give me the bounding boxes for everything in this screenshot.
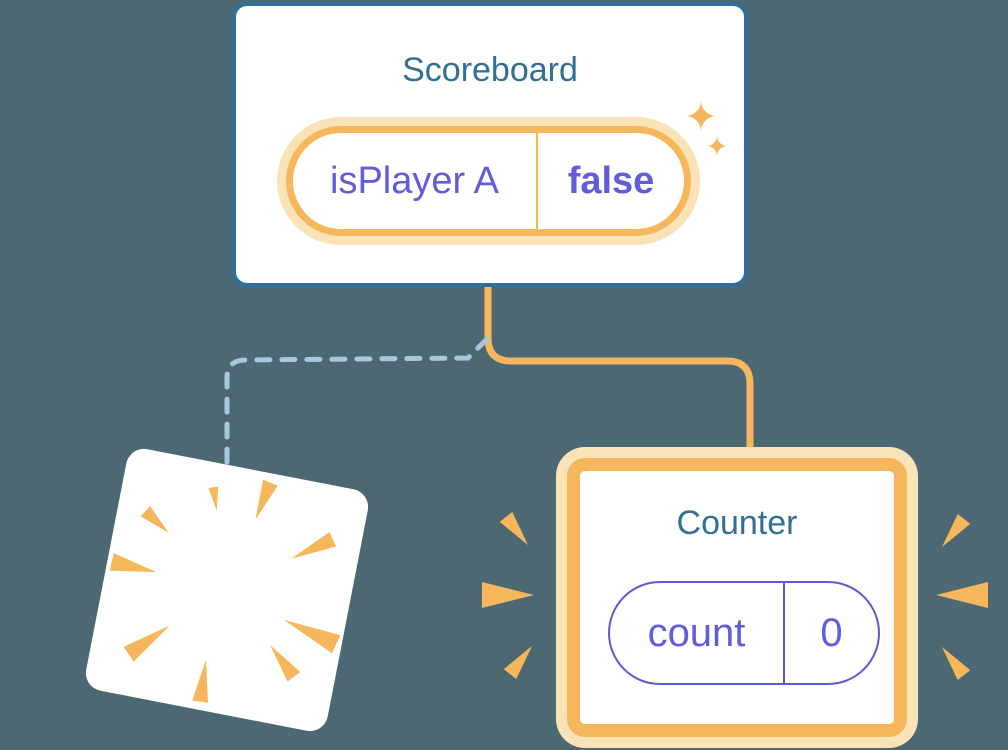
state-key: count (647, 610, 746, 655)
counter-title: Counter (676, 504, 798, 542)
state-value: false (567, 159, 655, 202)
sparkle-icon (686, 101, 716, 131)
destroyed-component-card (82, 445, 372, 735)
sparkle-icon (707, 136, 727, 156)
scoreboard-card: Scoreboard isPlayer A false (232, 2, 748, 287)
solid-connector-scoreboard-to-counter (484, 280, 754, 460)
counter-card: Counter count 0 (567, 458, 907, 737)
pill-divider (783, 583, 785, 683)
state-value: 0 (820, 610, 843, 655)
scoreboard-state-pill: isPlayer A false (286, 126, 691, 236)
scoreboard-title: Scoreboard (402, 51, 578, 89)
pill-divider (536, 133, 538, 229)
state-key: isPlayer A (330, 159, 499, 202)
counter-state-pill: count 0 (608, 581, 880, 685)
dashed-connector-scoreboard-to-destroyed (224, 336, 490, 477)
